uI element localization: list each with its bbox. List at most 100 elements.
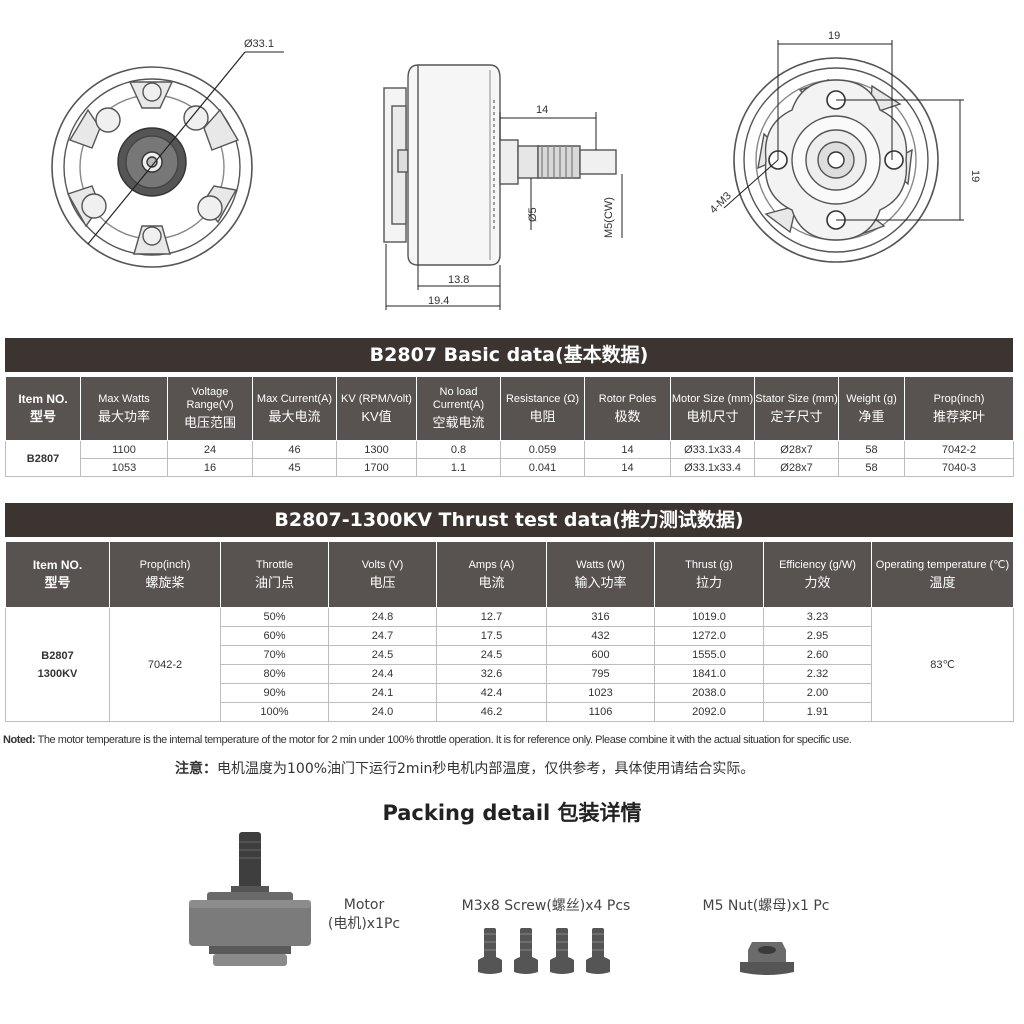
motor-caption: Motor (电机)x1Pc: [312, 896, 416, 934]
thrust-header-volts: Volts (V)电压: [328, 541, 437, 608]
thrust-header-prop: Prop(inch)螺旋桨: [109, 541, 221, 608]
table-cell: 60%: [220, 626, 329, 646]
table-cell: Ø33.1x33.4: [670, 458, 755, 477]
basic-header-item: Item NO.型号: [5, 376, 81, 441]
table-cell: 46.2: [436, 702, 547, 722]
table-cell: 46: [252, 440, 337, 459]
table-cell: 1555.0: [654, 645, 764, 665]
table-cell: 1019.0: [654, 607, 764, 627]
basic-header-voltage: Voltage Range(V)电压范围: [167, 376, 253, 441]
note-english-label: Noted:: [3, 734, 36, 746]
basic-header-max-current: Max Current(A)最大电流: [252, 376, 337, 441]
basic-item-cell: B2807: [5, 440, 81, 477]
motor-caption-line2: (电机)x1Pc: [327, 916, 401, 932]
table-cell: 795: [546, 664, 655, 684]
table-cell: 24.7: [328, 626, 437, 646]
table-cell: 2.32: [763, 664, 872, 684]
motor-side-view: [383, 64, 623, 310]
table-row: B2807 1100 24 46 1300 0.8 0.059 14 Ø33.1…: [5, 440, 1014, 477]
table-cell: 24.0: [328, 702, 437, 722]
thrust-header-amps: Amps (A)电流: [436, 541, 547, 608]
nut-image: [740, 942, 794, 975]
thrust-data-title: B2807-1300KV Thrust test data(推力测试数据): [274, 509, 744, 531]
table-row: 1053 16 45 1700 1.1 0.041 14 Ø33.1x33.4 …: [6, 458, 1014, 477]
table-cell: 432: [546, 626, 655, 646]
table-cell: 2.00: [763, 683, 872, 703]
thrust-header-efficiency: Efficiency (g/W)力效: [763, 541, 872, 608]
table-cell: 7040-3: [904, 458, 1014, 477]
table-cell: 80%: [220, 664, 329, 684]
length-19-4-label: 19.4: [428, 295, 449, 307]
table-cell: Ø33.1x33.4: [670, 440, 755, 459]
thrust-temperature-cell: 83℃: [871, 607, 1014, 722]
hole-height-label: 19: [969, 170, 981, 182]
basic-data-title: B2807 Basic data(基本数据): [369, 344, 649, 366]
basic-header-prop: Prop(inch)推荐桨叶: [904, 376, 1014, 441]
table-cell: Ø28x7: [754, 458, 839, 477]
packing-title: Packing detail 包装详情: [382, 801, 642, 825]
table-row: 90% 24.1 42.4 1023 2038.0 2.00: [6, 683, 1014, 703]
table-cell: 45: [252, 458, 337, 477]
table-cell: Ø28x7: [754, 440, 839, 459]
nut-caption: M5 Nut(螺母)x1 Pc: [702, 898, 830, 914]
table-cell: 16: [167, 458, 253, 477]
thrust-header-watts: Watts (W)输入功率: [546, 541, 655, 608]
screws-image: [478, 928, 610, 974]
basic-header-weight: Weight (g)净重: [838, 376, 905, 441]
table-cell: 12.7: [436, 607, 547, 627]
table-cell: 316: [546, 607, 655, 627]
table-cell: 24.1: [328, 683, 437, 703]
table-cell: 42.4: [436, 683, 547, 703]
table-cell: 1272.0: [654, 626, 764, 646]
table-cell: 2.95: [763, 626, 872, 646]
table-row: 100% 24.0 46.2 1106 2092.0 1.91: [6, 702, 1014, 722]
technical-drawing: Ø33.1 14 13.8 19.4 Ø5 M5(CW) 19 19 4-M3: [51, 30, 981, 310]
basic-header-no-load: No load Current(A)空载电流: [416, 376, 501, 441]
basic-header-kv: KV (RPM/Volt)KV值: [336, 376, 417, 441]
table-cell: 70%: [220, 645, 329, 665]
table-cell: 0.8: [416, 440, 501, 459]
note-chinese-label: 注意：: [175, 761, 217, 777]
thrust-data-banner: B2807-1300KV Thrust test data(推力测试数据): [5, 503, 1013, 537]
table-cell: 7042-2: [904, 440, 1014, 459]
note-english-text: The motor temperature is the internal te…: [37, 734, 852, 746]
screw-caption: M3x8 Screw(螺丝)x4 Pcs: [461, 898, 631, 914]
shaft-length-label: 14: [536, 104, 548, 116]
thrust-header-temperature: Operating temperature (℃)温度: [871, 541, 1014, 608]
table-cell: 14: [584, 440, 671, 459]
thrust-prop-cell: 7042-2: [109, 607, 221, 722]
note-chinese-text: 电机温度为100%油门下运行2min秒电机内部温度，仅供参考，具体使用请结合实际…: [217, 761, 755, 777]
table-cell: 1300: [336, 440, 417, 459]
table-cell: 32.6: [436, 664, 547, 684]
table-cell: 1.1: [416, 458, 501, 477]
basic-header-motor-size: Motor Size (mm)电机尺寸: [670, 376, 755, 441]
table-row: 70% 24.5 24.5 600 1555.0 2.60: [6, 645, 1014, 665]
motor-bottom-view: [51, 51, 284, 268]
table-cell: 2.60: [763, 645, 872, 665]
diameter-label: Ø33.1: [244, 38, 274, 50]
table-cell: 24.5: [436, 645, 547, 665]
table-cell: 24.8: [328, 607, 437, 627]
motor-product-image: [189, 832, 311, 966]
table-cell: 14: [584, 458, 671, 477]
length-13-8-label: 13.8: [448, 274, 469, 286]
table-cell: 1023: [546, 683, 655, 703]
table-cell: 1100: [80, 440, 168, 459]
thrust-header-thrust: Thrust (g)拉力: [654, 541, 764, 608]
thrust-header-item: Item NO.型号: [5, 541, 110, 608]
table-cell: 1.91: [763, 702, 872, 722]
table-cell: 1053: [80, 458, 168, 477]
table-cell: 58: [838, 458, 905, 477]
table-cell: 24: [167, 440, 253, 459]
motor-caption-line1: Motor: [343, 897, 385, 913]
table-cell: 600: [546, 645, 655, 665]
motor-top-view: [723, 40, 964, 263]
